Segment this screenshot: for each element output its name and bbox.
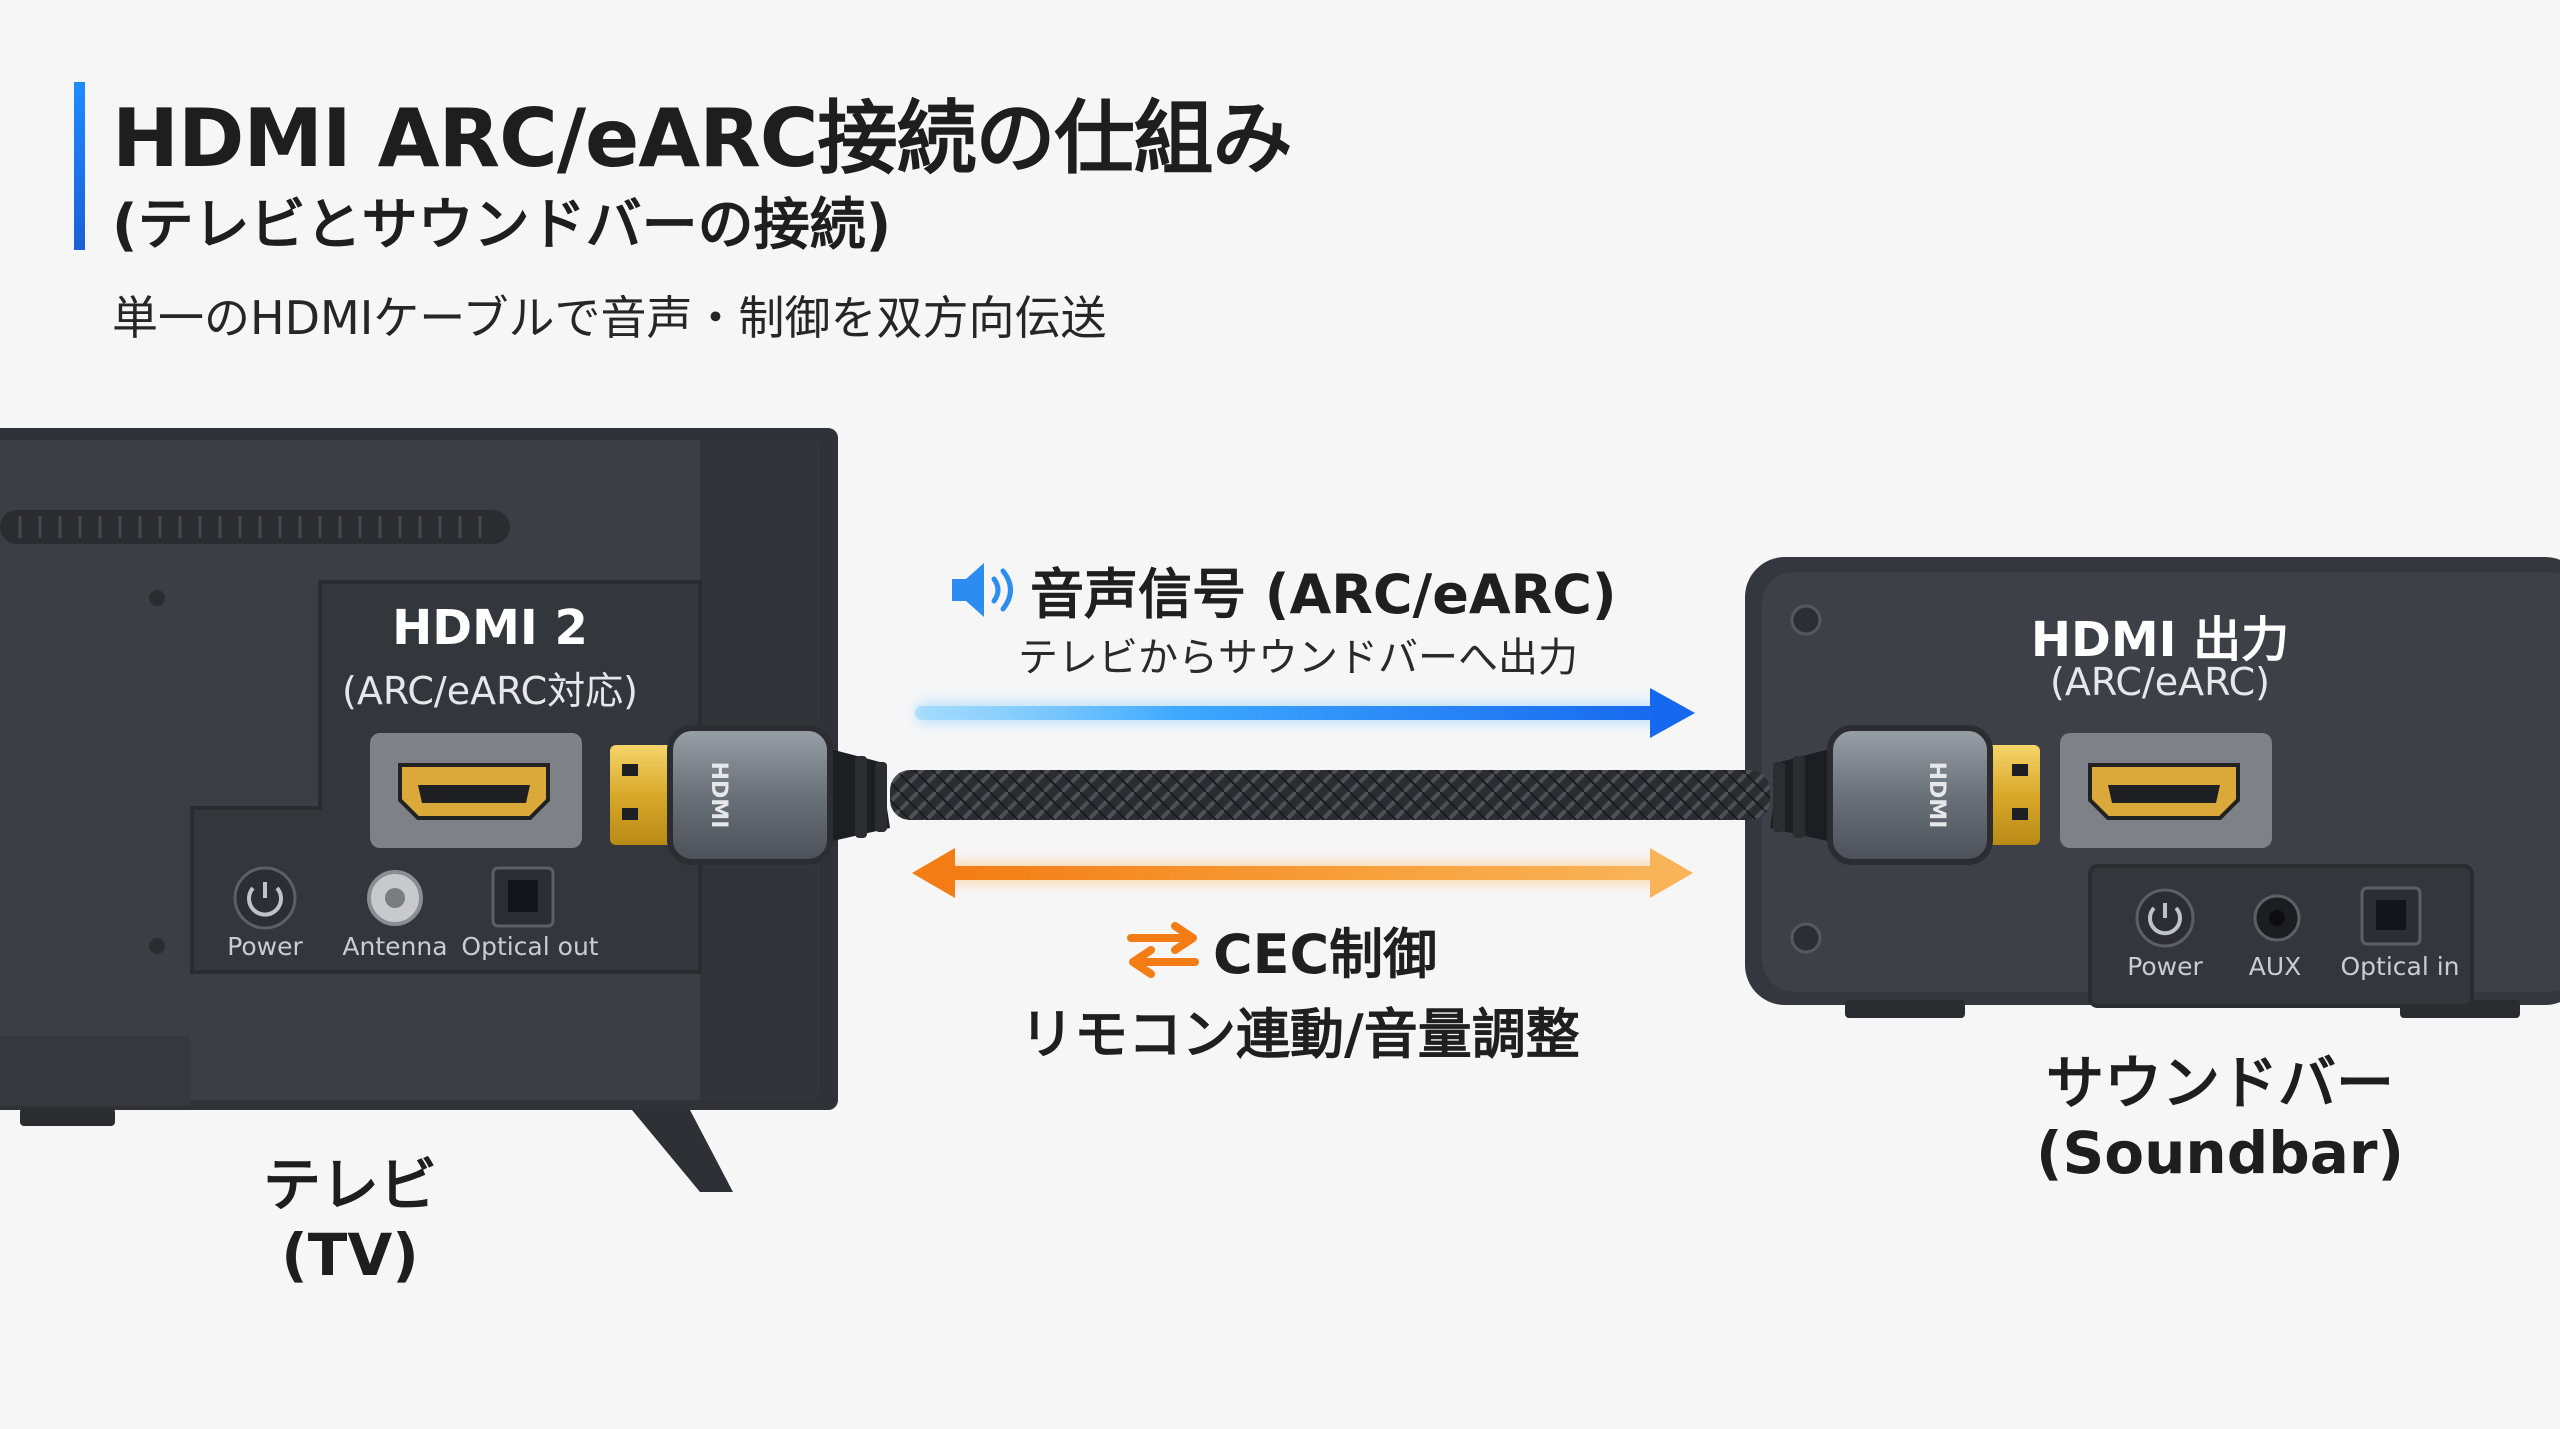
hdmi-logo-text: HDMI xyxy=(706,762,731,829)
braided-cable xyxy=(890,770,1770,820)
page-tagline: 単一のHDMIケーブルで音声・制御を双方向伝送 xyxy=(112,291,1107,345)
tv-device-label: テレビ (TV) xyxy=(200,1150,500,1290)
soundbar-hdmi-port-title: HDMI 出力 xyxy=(2030,612,2290,668)
soundbar-optical-in-label: Optical in xyxy=(2340,952,2460,981)
soundbar-aux-label: AUX xyxy=(2248,952,2302,981)
title-accent-bar xyxy=(74,82,85,250)
soundbar-side-hdmi-plug: HDMI xyxy=(1827,725,2040,865)
speaker-icon xyxy=(952,562,1013,617)
tv-side-hdmi-plug: HDMI xyxy=(610,725,833,865)
tv-hdmi-port-title: HDMI 2 xyxy=(392,600,588,656)
audio-signal-subtitle: テレビからサウンドバーへ出力 xyxy=(1018,635,1578,681)
soundbar-hdmi-port-subtitle: (ARC/eARC) xyxy=(2050,660,2270,704)
page-title: HDMI ARC/eARC接続の仕組み xyxy=(112,92,1293,185)
page-subtitle: (テレビとサウンドバーの接続) xyxy=(112,193,892,258)
tv-screw xyxy=(149,590,165,606)
tv-power-label: Power xyxy=(227,932,303,961)
tv-screw xyxy=(149,938,165,954)
tv-device xyxy=(0,428,838,1192)
audio-signal-arrow xyxy=(915,688,1695,738)
soundbar-device-label: サウンドバー (Soundbar) xyxy=(2020,1048,2420,1188)
tv-hdmi-port-subtitle: (ARC/eARC対応) xyxy=(342,669,638,713)
cec-control-subtitle: リモコン連動/音量調整 xyxy=(1020,1003,1580,1066)
tv-vent-slots xyxy=(18,516,482,538)
soundbar-power-label: Power xyxy=(2127,952,2203,981)
tv-name-en: (TV) xyxy=(281,1221,419,1289)
tv-optical-out-label: Optical out xyxy=(461,932,599,961)
tv-antenna-label: Antenna xyxy=(342,932,448,961)
cec-control-label: CEC制御 xyxy=(1125,910,1437,986)
soundbar-device xyxy=(1745,557,2560,1018)
tv-vent-grille xyxy=(0,510,510,544)
tv-stand xyxy=(632,1110,733,1192)
audio-signal-label: 音声信号 (ARC/eARC) xyxy=(948,550,1617,626)
soundbar-name-en: (Soundbar) xyxy=(2036,1119,2404,1187)
hdmi-logo-text: HDMI xyxy=(1924,762,1949,829)
audio-signal-title: 音声信号 (ARC/eARC) xyxy=(1030,563,1617,626)
soundbar-screw xyxy=(1790,922,1822,954)
soundbar-screw xyxy=(1790,604,1822,636)
tv-name: テレビ xyxy=(262,1151,437,1219)
bidirectional-arrows-icon xyxy=(1127,921,1199,978)
cec-control-title: CEC制御 xyxy=(1213,923,1438,986)
hdmi-cable: HDMI HDMI xyxy=(610,725,2040,865)
cec-control-arrow xyxy=(912,848,1693,898)
soundbar-name: サウンドバー xyxy=(2045,1049,2394,1117)
